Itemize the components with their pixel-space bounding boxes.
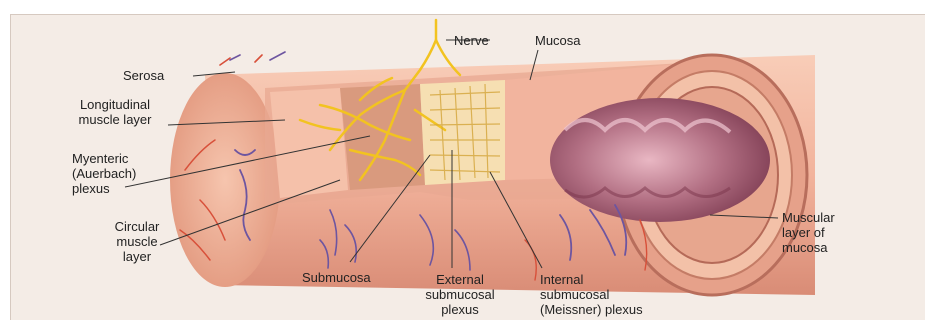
label-mucosa: Mucosa xyxy=(535,33,581,48)
lumen xyxy=(550,98,770,222)
tube-left-end xyxy=(170,73,280,287)
label-myenteric-plexus: Myenteric (Auerbach) plexus xyxy=(72,151,136,196)
label-nerve: Nerve xyxy=(454,33,489,48)
label-longitudinal-muscle: Longitudinal muscle layer xyxy=(60,97,170,127)
label-circular-muscle: Circular muscle layer xyxy=(102,219,172,264)
label-serosa: Serosa xyxy=(123,68,164,83)
label-external-plexus: External submucosal plexus xyxy=(420,272,500,317)
label-internal-plexus: Internal submucosal (Meissner) plexus xyxy=(540,272,643,317)
label-submucosa: Submucosa xyxy=(302,270,371,285)
submucosa-band xyxy=(420,80,505,185)
label-muscularis-mucosa: Muscular layer of mucosa xyxy=(782,210,835,255)
